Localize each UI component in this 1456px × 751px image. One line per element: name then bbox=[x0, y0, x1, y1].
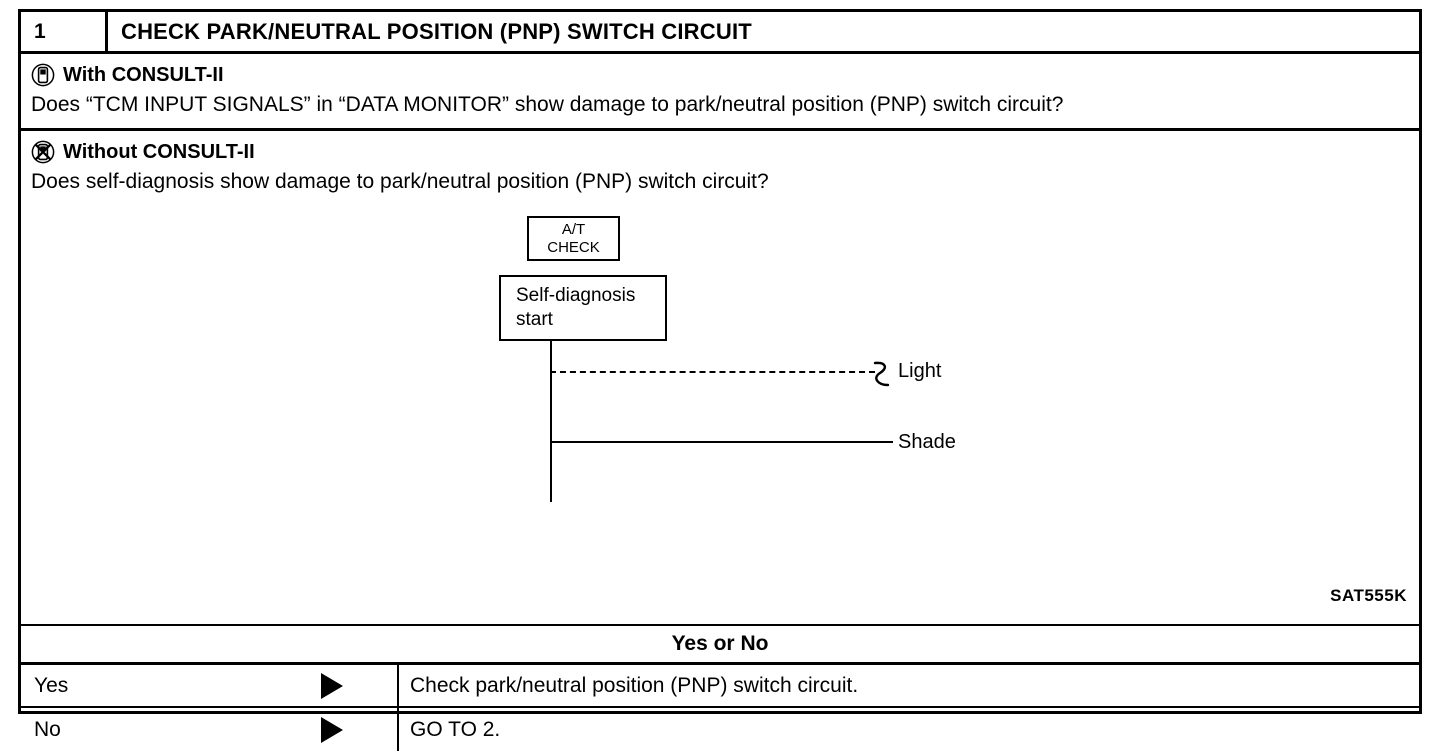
at-check-label-line2: CHECK bbox=[547, 238, 600, 256]
table-row[interactable]: Yes Check park/neutral position (PNP) sw… bbox=[21, 665, 1419, 708]
answer-label-yes: Yes bbox=[34, 673, 69, 697]
consult-tool-crossed-out-icon bbox=[31, 140, 55, 164]
shade-label: Shade bbox=[898, 431, 956, 453]
judgement-row: Yes or No bbox=[21, 626, 1419, 665]
right-triangle-glyph bbox=[321, 716, 343, 743]
step-title-cell: CHECK PARK/NEUTRAL POSITION (PNP) SWITCH… bbox=[121, 18, 752, 44]
table-header-row: 1 CHECK PARK/NEUTRAL POSITION (PNP) SWIT… bbox=[21, 12, 1419, 54]
at-check-box: A/T CHECK bbox=[527, 216, 620, 261]
right-triangle-icon bbox=[321, 665, 399, 706]
self-diagnosis-illustration: A/T CHECK Self-diagnosis start Light bbox=[21, 211, 1419, 626]
with-consult-question: Does “TCM INPUT SIGNALS” in “DATA MONITO… bbox=[31, 93, 1064, 116]
step-number-cell: 1 bbox=[21, 12, 108, 51]
self-diagnosis-label-line2: start bbox=[516, 309, 553, 331]
with-consult-heading-text: With CONSULT-II bbox=[63, 63, 224, 86]
at-check-label-line1: A/T bbox=[561, 221, 586, 239]
consult-tool-icon bbox=[31, 63, 55, 87]
answer-label-no: No bbox=[34, 717, 61, 741]
light-signal-dashed-line bbox=[550, 371, 875, 373]
timing-vertical-line bbox=[550, 341, 552, 502]
self-diagnosis-start-box: Self-diagnosis start bbox=[499, 275, 667, 341]
light-label: Light bbox=[898, 360, 942, 382]
with-consult-block: With CONSULT-II Does “TCM INPUT SIGNALS”… bbox=[21, 54, 1419, 131]
diagnostic-step-table: 1 CHECK PARK/NEUTRAL POSITION (PNP) SWIT… bbox=[18, 9, 1422, 751]
table-row[interactable]: No GO TO 2. bbox=[21, 708, 1419, 751]
service-manual-page: 1 CHECK PARK/NEUTRAL POSITION (PNP) SWIT… bbox=[18, 9, 1422, 751]
with-consult-heading: With CONSULT-II bbox=[31, 62, 1409, 88]
light-line-break-squiggle bbox=[872, 357, 892, 396]
right-triangle-icon bbox=[321, 708, 399, 751]
without-consult-heading: Without CONSULT-II bbox=[31, 139, 1409, 165]
without-consult-block: Without CONSULT-II Does self-diagnosis s… bbox=[21, 131, 1419, 626]
self-diagnosis-label-line1: Self-diagnosis bbox=[516, 285, 636, 306]
right-triangle-glyph bbox=[321, 672, 343, 699]
figure-code: SAT555K bbox=[1330, 586, 1407, 605]
answer-action-yes: Check park/neutral position (PNP) switch… bbox=[410, 673, 859, 697]
answer-action-no: GO TO 2. bbox=[410, 717, 501, 741]
without-consult-question: Does self-diagnosis show damage to park/… bbox=[31, 170, 769, 193]
shade-signal-solid-line bbox=[550, 441, 893, 443]
without-consult-heading-text: Without CONSULT-II bbox=[63, 140, 255, 163]
